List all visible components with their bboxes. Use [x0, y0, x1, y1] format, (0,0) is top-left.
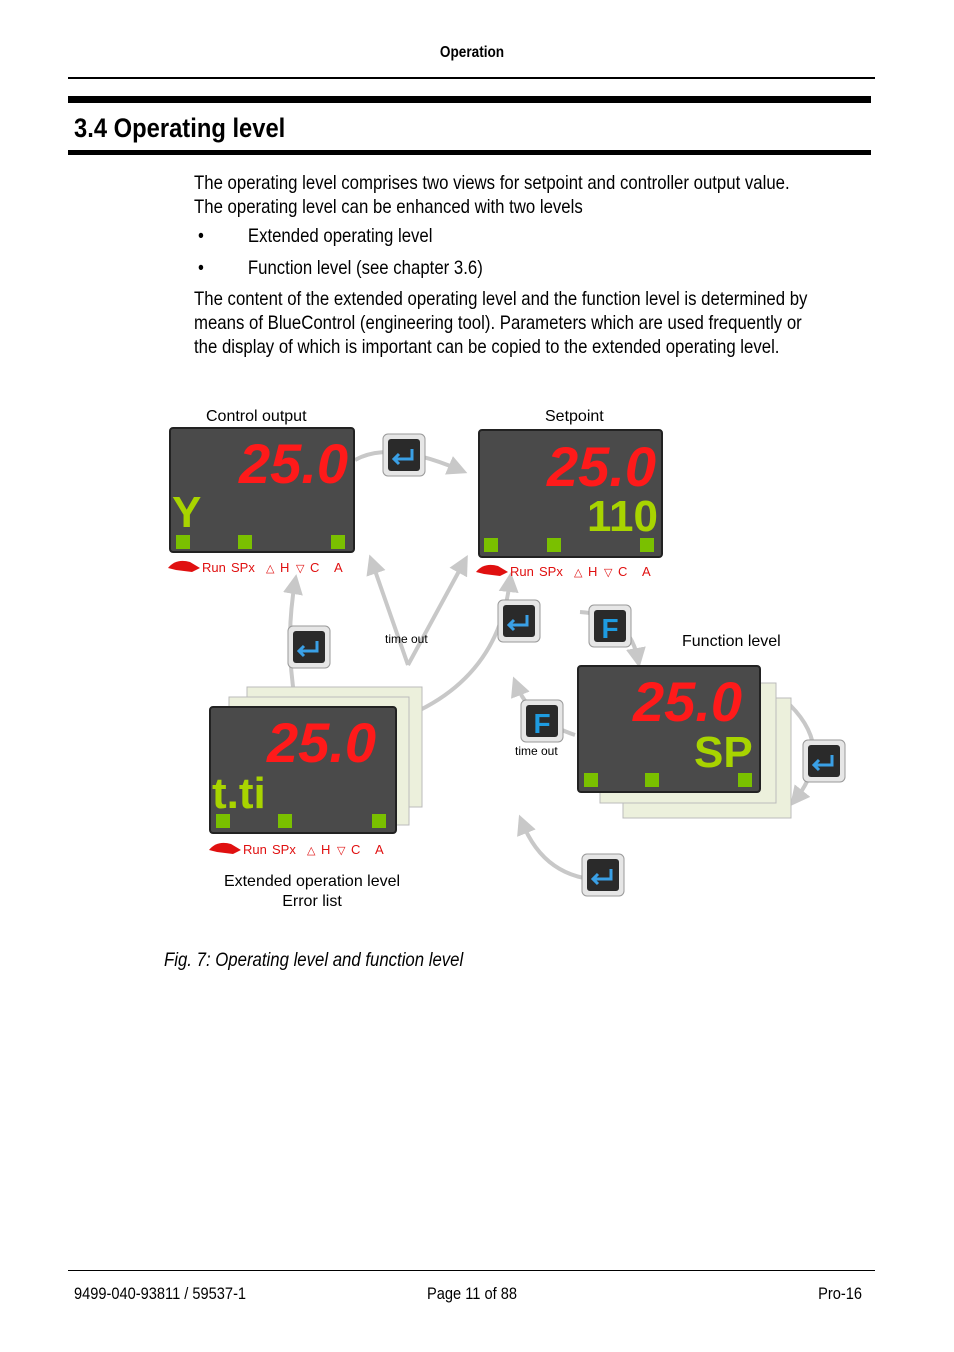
label-extended-level: Extended operation level — [224, 873, 400, 890]
arrow-setpoint-to-extended — [419, 572, 519, 712]
status-led — [372, 814, 386, 828]
legend-c-icon: ▽ — [296, 563, 305, 575]
bullet-dot: • — [198, 225, 204, 247]
status-led — [645, 773, 659, 787]
legend-spx: SPx — [272, 842, 296, 857]
legend-c: C — [351, 842, 360, 857]
bullet-item: • Function level (see chapter 3.6) — [198, 256, 483, 280]
bullet-item: • Extended operating level — [198, 224, 432, 248]
legend-a: A — [334, 560, 343, 575]
legend-h-icon: △ — [266, 563, 275, 575]
status-led — [176, 535, 190, 549]
legend-h-icon: △ — [307, 845, 316, 857]
label-error-list: Error list — [282, 893, 342, 910]
status-led — [238, 535, 252, 549]
figure-caption: Fig. 7: Operating level and function lev… — [164, 949, 464, 971]
status-legend: Run SPx △ H ▽ C A — [476, 564, 651, 579]
legend-a: A — [375, 842, 384, 857]
status-led — [738, 773, 752, 787]
legend-h: H — [321, 842, 330, 857]
label-control-output: Control output — [206, 408, 307, 425]
footer-rule — [68, 1270, 875, 1271]
function-key-label: F — [601, 613, 618, 644]
legend-h: H — [588, 564, 597, 579]
status-legend: Run SPx △ H ▽ C A — [209, 842, 384, 857]
status-led — [331, 535, 345, 549]
operating-level-diagram: 25.0 Y 25.0 110 25.0 t.ti 25.0 SP Run SP… — [168, 408, 846, 910]
display-setpoint: 25.0 110 — [478, 429, 663, 558]
legend-run: Run — [510, 564, 534, 579]
legend-spx: SPx — [539, 564, 563, 579]
header-rule — [68, 77, 875, 79]
enter-key-icon — [287, 625, 331, 669]
function-key-label: F — [533, 708, 550, 739]
display-function-level: 25.0 SP — [577, 665, 761, 793]
enter-key-icon — [382, 433, 426, 477]
running-head: Operation — [439, 44, 505, 61]
legend-h: H — [280, 560, 289, 575]
legend-c: C — [618, 564, 627, 579]
hand-icon — [168, 560, 200, 572]
bullet-dot: • — [198, 257, 204, 279]
bullet-text: Function level (see chapter 3.6) — [247, 257, 483, 279]
footer-product: Pro-16 — [818, 1284, 862, 1303]
status-legend: Run SPx △ H ▽ C A — [168, 560, 343, 575]
display-main-value: 25.0 — [632, 670, 742, 733]
enter-key-icon — [802, 739, 846, 783]
display-sub-value: SP — [694, 728, 753, 777]
section-title: 3.4 Operating level — [74, 113, 286, 143]
display-control-output: 25.0 Y — [169, 427, 355, 553]
label-setpoint: Setpoint — [545, 408, 604, 425]
status-led — [547, 538, 561, 552]
label-time-out: time out — [515, 744, 558, 758]
legend-a: A — [642, 564, 651, 579]
legend-run: Run — [243, 842, 267, 857]
status-led — [484, 538, 498, 552]
enter-key-icon — [497, 599, 541, 643]
status-led — [216, 814, 230, 828]
footer-doc-number: 9499-040-93811 / 59537-1 — [74, 1284, 247, 1303]
bullet-text: Extended operating level — [247, 225, 433, 247]
display-sub-value: 110 — [587, 492, 658, 541]
display-main-value: 25.0 — [238, 432, 348, 495]
hand-icon — [209, 842, 241, 854]
title-rule-bottom — [68, 150, 871, 155]
status-led — [640, 538, 654, 552]
display-extended-level: 25.0 t.ti — [209, 706, 397, 834]
arrow-timeout-to-output — [366, 554, 410, 666]
function-key-icon: F — [520, 699, 564, 743]
legend-c-icon: ▽ — [604, 567, 613, 579]
legend-run: Run — [202, 560, 226, 575]
display-main-value: 25.0 — [266, 711, 376, 774]
display-sub-value: t.ti — [212, 769, 266, 818]
status-led — [278, 814, 292, 828]
hand-icon — [476, 564, 508, 576]
title-rule-top — [68, 96, 871, 103]
legend-c-icon: ▽ — [337, 845, 346, 857]
label-function-level: Function level — [682, 633, 781, 650]
status-led — [584, 773, 598, 787]
arrow-timeout-to-setpoint — [406, 554, 468, 666]
body-paragraph: The content of the extended operating le… — [194, 288, 808, 358]
function-key-icon: F — [588, 604, 632, 648]
footer-page-number: Page 11 of 88 — [427, 1284, 517, 1303]
legend-h-icon: △ — [574, 567, 583, 579]
legend-c: C — [310, 560, 319, 575]
label-time-out: time out — [385, 632, 428, 646]
display-main-value: 25.0 — [546, 435, 656, 498]
legend-spx: SPx — [231, 560, 255, 575]
intro-paragraph: The operating level comprises two views … — [194, 172, 790, 218]
display-sub-value: Y — [172, 488, 201, 537]
enter-key-icon — [581, 853, 625, 897]
